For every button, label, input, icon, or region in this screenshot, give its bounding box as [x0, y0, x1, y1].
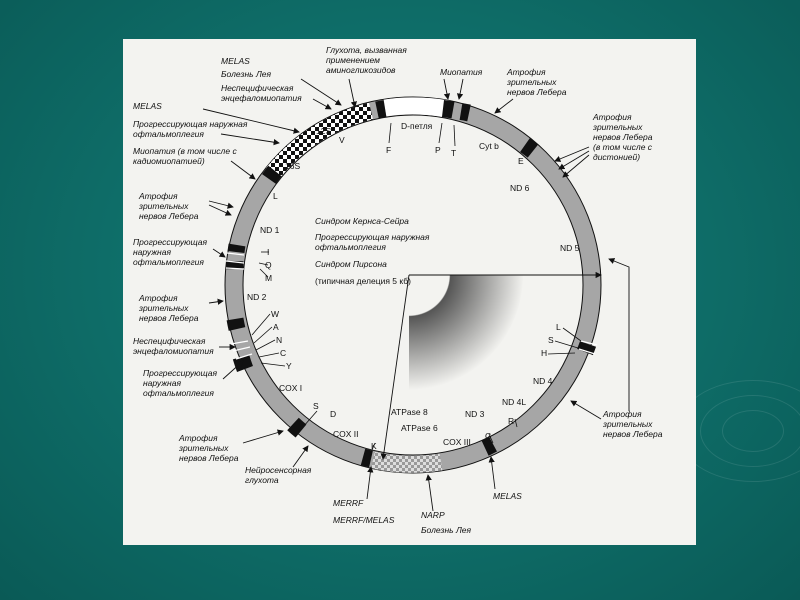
disease-merrf-melas: MERRF/MELAS: [333, 515, 395, 525]
gene-w: W: [271, 309, 279, 319]
disease-lhon-left1-2: зрительных: [138, 201, 189, 211]
gene-cox1: COX I: [279, 383, 302, 393]
disease-lhon-right-4: (в том числе с: [593, 142, 653, 152]
disease-lhon-right-1: Атрофия: [592, 112, 632, 122]
gene-cox3: COX III: [443, 437, 471, 447]
gene-r: R: [508, 416, 514, 426]
disease-lhon-bottom-right-2: зрительных: [602, 419, 653, 429]
disease-lhon-left3-1: Атрофия: [178, 433, 218, 443]
gene-nd1: ND 1: [260, 225, 280, 235]
gene-atpase6: ATPase 6: [401, 423, 438, 433]
rrna-region: [266, 102, 374, 179]
gene-l-top: L: [273, 191, 278, 201]
disease-deafness-1: Глухота, вызванная: [326, 45, 407, 55]
gene-16s: 16S: [285, 161, 300, 171]
gene-nd4l: ND 4L: [502, 397, 526, 407]
gene-nd6: ND 6: [510, 183, 530, 193]
disease-lhon-top-1: Атрофия: [506, 67, 546, 77]
disease-peo-left-1: Прогрессирующая наружная: [133, 119, 248, 129]
gene-l-right: L: [556, 322, 561, 332]
disease-leigh-bottom: Болезнь Лея: [421, 525, 472, 535]
disease-lhon-left1-3: нервов Лебера: [139, 211, 199, 221]
gene-d: D: [330, 409, 336, 419]
gene-h: H: [541, 348, 547, 358]
disease-lhon-top-2: зрительных: [506, 77, 557, 87]
deletion-shading: [409, 275, 523, 390]
disease-lhon-top-3: нервов Лебера: [507, 87, 567, 97]
gene-m: M: [265, 273, 272, 283]
gene-s-right: S: [548, 335, 554, 345]
kss-label: Синдром Кернса-Сейра: [315, 216, 409, 226]
disease-peo-left3-3: офтальмоплегия: [143, 388, 214, 398]
disease-nonspecific-left-2: энцефаломиопатия: [133, 346, 214, 356]
gene-n: N: [276, 335, 282, 345]
deletion-label: (типичная делеция 5 кб): [315, 276, 411, 286]
disease-nonspecific-2: энцефаломиопатия: [221, 93, 302, 103]
disease-lhon-right-5: дистонией): [593, 152, 640, 162]
gene-d-loop: D-петля: [401, 121, 433, 131]
gene-t: T: [451, 148, 456, 158]
gene-s-bottom: S: [313, 401, 319, 411]
gene-nd4: ND 4: [533, 376, 553, 386]
peo-inner-label: Прогрессирующая наружная: [315, 232, 430, 242]
gene-nd3: ND 3: [465, 409, 485, 419]
disease-peo-left2-1: Прогрессирующая: [133, 237, 208, 247]
gene-v: V: [339, 135, 345, 145]
disease-myopathy-left-1: Миопатия (в том числе с: [133, 146, 237, 156]
deletion-arrow-down: [380, 274, 410, 460]
disease-leigh-top: Болезнь Лея: [221, 69, 272, 79]
disease-nonspecific-1: Неспецифическая: [221, 83, 294, 93]
gene-nd2: ND 2: [247, 292, 267, 302]
gene-atpase8: ATPase 8: [391, 407, 428, 417]
disease-peo-left3-2: наружная: [143, 378, 181, 388]
trna-bands: [226, 100, 597, 468]
gene-nd5: ND 5: [560, 243, 580, 253]
gene-p: P: [435, 145, 441, 155]
disease-lhon-right-3: нервов Лебера: [593, 132, 653, 142]
disease-myopathy-top: Миопатия: [440, 67, 483, 77]
peo-inner-label-2: офтальмоплегия: [315, 242, 386, 252]
gene-a: A: [273, 322, 279, 332]
disease-melas-left: MELAS: [133, 101, 162, 111]
disease-lhon-left1-1: Атрофия: [138, 191, 178, 201]
disease-peo-left2-2: наружная: [133, 247, 171, 257]
disease-peo-left3-1: Прогрессирующая: [143, 368, 218, 378]
disease-peo-left2-3: офтальмоплегия: [133, 257, 204, 267]
disease-deafness-3: аминогликозидов: [326, 65, 396, 75]
disease-sensorineural-1: Нейросенсорная: [245, 465, 312, 475]
gene-c: C: [280, 348, 286, 358]
disease-lhon-right-2: зрительных: [592, 122, 643, 132]
gene-cox2: COX II: [333, 429, 359, 439]
disease-lhon-left3-2: зрительных: [178, 443, 229, 453]
disease-lhon-left2-1: Атрофия: [138, 293, 178, 303]
disease-nonspecific-left-1: Неспецифическая: [133, 336, 206, 346]
gene-g: G: [485, 431, 492, 441]
disease-peo-left-2: офтальмоплегия: [133, 129, 204, 139]
disease-lhon-left2-2: зрительных: [138, 303, 189, 313]
disease-myopathy-left-2: кадиомиопатией): [133, 156, 205, 166]
gene-12s: 12S: [316, 126, 331, 136]
disease-melas-bottom: MELAS: [493, 491, 522, 501]
disease-lhon-left2-3: нервов Лебера: [139, 313, 199, 323]
pearson-label: Синдром Пирсона: [315, 259, 387, 269]
gene-y: Y: [286, 361, 292, 371]
mtdna-map-figure: Синдром Кернса-Сейра Прогрессирующая нар…: [123, 39, 696, 545]
disease-melas-top: MELAS: [221, 56, 250, 66]
disease-merrf: MERRF: [333, 498, 364, 508]
gene-cytb: Cyt b: [479, 141, 499, 151]
disease-sensorineural-2: глухота: [245, 475, 279, 485]
gene-q: Q: [265, 260, 272, 270]
disease-lhon-left3-3: нервов Лебера: [179, 453, 239, 463]
disease-lhon-bottom-right-3: нервов Лебера: [603, 429, 663, 439]
disease-lhon-bottom-right-1: Атрофия: [602, 409, 642, 419]
atpase-region: [371, 451, 443, 473]
mtdna-diagram: Синдром Кернса-Сейра Прогрессирующая нар…: [133, 45, 663, 535]
gene-e: E: [518, 156, 524, 166]
disease-deafness-2: применением: [326, 55, 380, 65]
disease-narp: NARP: [421, 510, 445, 520]
gene-f: F: [386, 145, 391, 155]
